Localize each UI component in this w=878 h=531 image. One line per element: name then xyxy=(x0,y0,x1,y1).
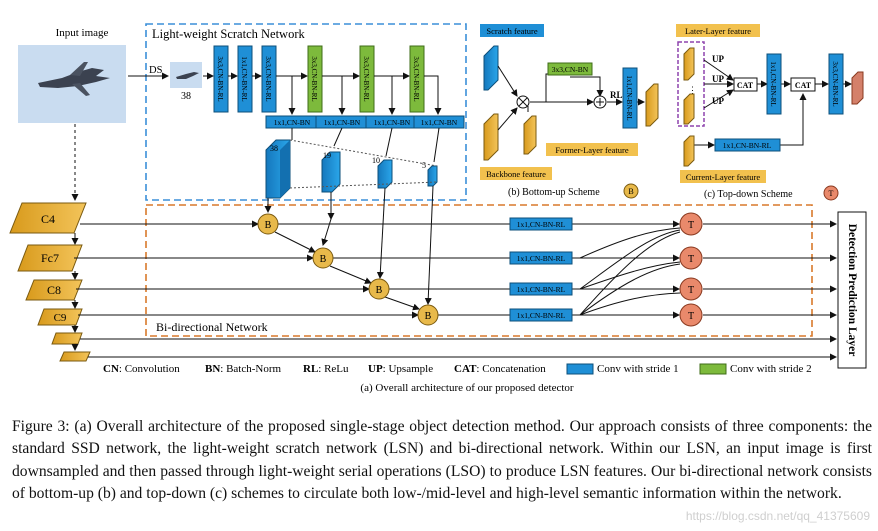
conv-block-4-label: 3x3,CN-BN-RL xyxy=(310,56,318,101)
svg-text:CAT: Concatenation: CAT: Concatenation xyxy=(454,363,546,375)
detection-layer-box xyxy=(837,211,867,369)
lsn-projections: 1x1,CN-BN 1x1,CN-BN 1x1,CN-BN 1x1,CN-BN xyxy=(265,115,465,129)
lsn-features: 38 19 10 5 xyxy=(265,139,438,199)
bidir-label: Bi-directional Network xyxy=(156,320,268,334)
td-block-3: 1x1,CN-BN-RL xyxy=(723,141,772,150)
conv-block-5 xyxy=(359,45,375,113)
conv-block-2-label: 1x1,CN-BN-RL xyxy=(240,56,248,101)
rl-blocks: 1x1,CN-BN-RL 1x1,CN-BN-RL 1x1,CN-BN-RL 1… xyxy=(509,217,573,322)
t-node-4: T xyxy=(688,311,694,322)
figure-caption: Figure 3: (a) Overall architecture of th… xyxy=(12,418,872,503)
ds-label: DS xyxy=(149,65,163,76)
bu-caption: (b) Bottom-up Scheme xyxy=(508,187,600,198)
rl-block-2: 1x1,CN-BN-RL xyxy=(517,254,566,263)
backbone-label: Backbone feature xyxy=(486,169,546,179)
b-node-1: B xyxy=(265,220,272,231)
lsn-size-5: 5 xyxy=(422,161,426,170)
conv-block-4 xyxy=(307,45,323,113)
scratch-input-size: 38 xyxy=(181,91,191,102)
scratch-feature-label: Scratch feature xyxy=(486,26,537,36)
svg-text:Conv with stride 2: Conv with stride 2 xyxy=(730,363,812,375)
later-layer-label: Later-Layer feature xyxy=(685,26,751,36)
legend: CN: Convolution BN: Batch-Norm RL: ReLu … xyxy=(103,363,812,375)
td-node: T xyxy=(829,189,834,198)
current-layer-label: Current-Layer feature xyxy=(686,172,761,182)
bu-conv: 3x3,CN-BN xyxy=(552,65,589,74)
bu-node: B xyxy=(628,187,633,196)
b-node-3: B xyxy=(376,285,383,296)
layer-c4: C4 xyxy=(41,212,55,226)
td-cat-1: CAT xyxy=(737,81,754,90)
rl-block-3: 1x1,CN-BN-RL xyxy=(517,285,566,294)
bidir-box xyxy=(145,204,813,337)
subcaption-a: (a) Overall architecture of our proposed… xyxy=(360,382,574,394)
layer-c8: C8 xyxy=(47,283,61,297)
b-nodes: B B B B xyxy=(257,213,439,326)
proj-block-4-label: 1x1,CN-BN xyxy=(421,118,458,127)
td-caption: (c) Top-down Scheme xyxy=(704,189,793,200)
td-block-2: 3x3,CN-BN-RL xyxy=(831,61,839,106)
t-node-1: T xyxy=(688,220,694,231)
proj-block-1-label: 1x1,CN-BN xyxy=(274,118,311,127)
td-up-3: UP xyxy=(712,96,724,106)
rl-block-1: 1x1,CN-BN-RL xyxy=(517,220,566,229)
svg-text:Conv with stride 1: Conv with stride 1 xyxy=(597,363,679,375)
jet-image xyxy=(38,62,110,96)
td-ellipsis: ⋮ xyxy=(688,85,697,95)
rl-block-4: 1x1,CN-BN-RL xyxy=(517,311,566,320)
architecture-figure: Input image Light-weight Scratch Network… xyxy=(9,23,867,394)
b-node-4: B xyxy=(425,311,432,322)
b-node-2: B xyxy=(320,254,327,265)
conv-block-5-label: 3x3,CN-BN-RL xyxy=(362,56,370,101)
svg-text:RL: ReLu: RL: ReLu xyxy=(303,363,349,375)
ssd-layers: C4 Fc7 C8 C9 xyxy=(9,202,91,362)
conv-block-3 xyxy=(261,45,277,113)
former-layer-label: Former-Layer feature xyxy=(555,145,628,155)
layer-fc7: Fc7 xyxy=(41,251,59,265)
t-node-2: T xyxy=(688,254,694,265)
bottom-up-scheme: Scratch feature 3x3,CN-BN RL 1x1,CN-BN-R… xyxy=(480,24,659,199)
proj-block-2-label: 1x1,CN-BN xyxy=(324,118,361,127)
td-up-2: UP xyxy=(712,74,724,84)
input-image-label: Input image xyxy=(56,27,109,39)
layer-c9: C9 xyxy=(54,312,67,324)
proj-block-4 xyxy=(413,115,465,129)
svg-text:CN: Convolution: CN: Convolution xyxy=(103,363,180,375)
lsn-box xyxy=(145,23,467,201)
lsn-size-38: 38 xyxy=(270,144,278,153)
conv-block-1-label: 3x3,CN-BN-RL xyxy=(216,56,224,101)
bu-out-block: 1x1,CN-BN-RL xyxy=(625,75,633,120)
conv-block-2 xyxy=(237,45,253,113)
t-node-3: T xyxy=(688,285,694,296)
detection-layer-label: Detection Prediction Layer xyxy=(846,224,858,357)
lsn-size-10: 10 xyxy=(372,156,380,165)
td-block-1: 1x1,CN-BN-RL xyxy=(769,61,777,106)
top-down-scheme: Later-Layer feature ⋮ UP UP UP CAT 1x1,C… xyxy=(676,24,864,201)
proj-block-3-label: 1x1,CN-BN xyxy=(374,118,411,127)
td-up-1: UP xyxy=(712,54,724,64)
td-cat-2: CAT xyxy=(795,81,812,90)
t-nodes: T T T T xyxy=(679,212,703,327)
bu-rl: RL xyxy=(610,90,623,100)
lsn-conv-chain: 3x3,CN-BN-RL 1x1,CN-BN-RL 3x3,CN-BN-RL 3… xyxy=(213,45,425,113)
watermark: https://blog.csdn.net/qq_41375609 xyxy=(685,509,870,523)
conv-block-3-label: 3x3,CN-BN-RL xyxy=(264,56,272,101)
conv-block-1 xyxy=(213,45,229,113)
lsn-size-19: 19 xyxy=(323,151,331,160)
conv-block-6-label: 3x3,CN-BN-RL xyxy=(412,56,420,101)
lsn-title: Light-weight Scratch Network xyxy=(152,27,305,41)
svg-text:BN: Batch-Norm: BN: Batch-Norm xyxy=(205,363,282,375)
conv-block-6 xyxy=(409,45,425,113)
svg-text:UP: Upsample: UP: Upsample xyxy=(368,363,433,375)
